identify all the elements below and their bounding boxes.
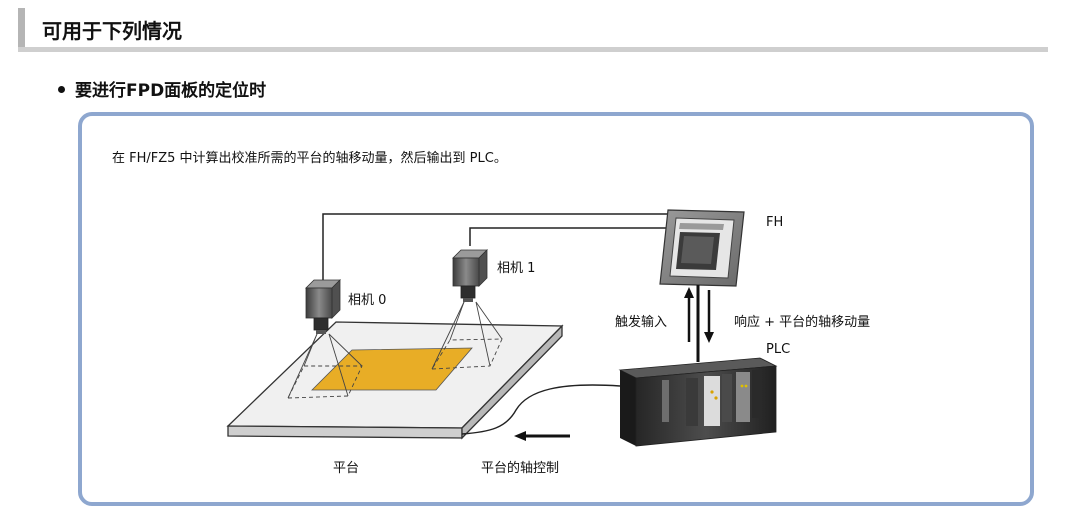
section-title: 可用于下列情况 bbox=[42, 19, 182, 43]
plc-icon bbox=[618, 357, 778, 447]
plc-stage-cable bbox=[461, 384, 621, 435]
axis-control-label: 平台的轴控制 bbox=[481, 460, 559, 476]
system-diagram: FH 相机 1 相机 0 触发输入 响应 + 平台的轴移动量 PLC 平台 平台… bbox=[226, 209, 870, 476]
trigger-label: 触发输入 bbox=[615, 314, 667, 330]
description-text: 在 FH/FZ5 中计算出校准所需的平台的轴移动量，然后输出到 PLC。 bbox=[112, 151, 507, 166]
axis-control-arrow bbox=[514, 431, 570, 441]
camera1-label: 相机 1 bbox=[497, 261, 535, 276]
response-label: 响应 + 平台的轴移动量 bbox=[734, 314, 870, 330]
response-arrow bbox=[704, 290, 714, 343]
fh-label: FH bbox=[766, 215, 783, 230]
section-header: 可用于下列情况 bbox=[18, 8, 1048, 52]
bullet-icon bbox=[58, 85, 65, 93]
subheading: 要进行FPD面板的定位时 bbox=[58, 76, 266, 101]
camera1-icon bbox=[452, 249, 488, 302]
camera0-cable bbox=[322, 213, 672, 282]
subheading-text: 要进行FPD面板的定位时 bbox=[75, 81, 267, 101]
stage-label: 平台 bbox=[333, 461, 359, 476]
header-accent-bar bbox=[18, 8, 25, 47]
plc-label: PLC bbox=[766, 342, 790, 357]
diagram-panel bbox=[78, 112, 1034, 506]
camera0-field-of-view bbox=[287, 333, 363, 399]
fh-controller-icon bbox=[659, 209, 745, 287]
camera1-cable bbox=[469, 227, 672, 246]
trigger-arrow bbox=[684, 287, 694, 342]
camera0-label: 相机 0 bbox=[348, 293, 386, 308]
fpd-workpiece bbox=[311, 347, 473, 391]
camera0-icon bbox=[305, 279, 341, 334]
camera1-field-of-view bbox=[431, 301, 503, 370]
header-divider bbox=[18, 47, 1048, 52]
stage bbox=[226, 321, 564, 440]
